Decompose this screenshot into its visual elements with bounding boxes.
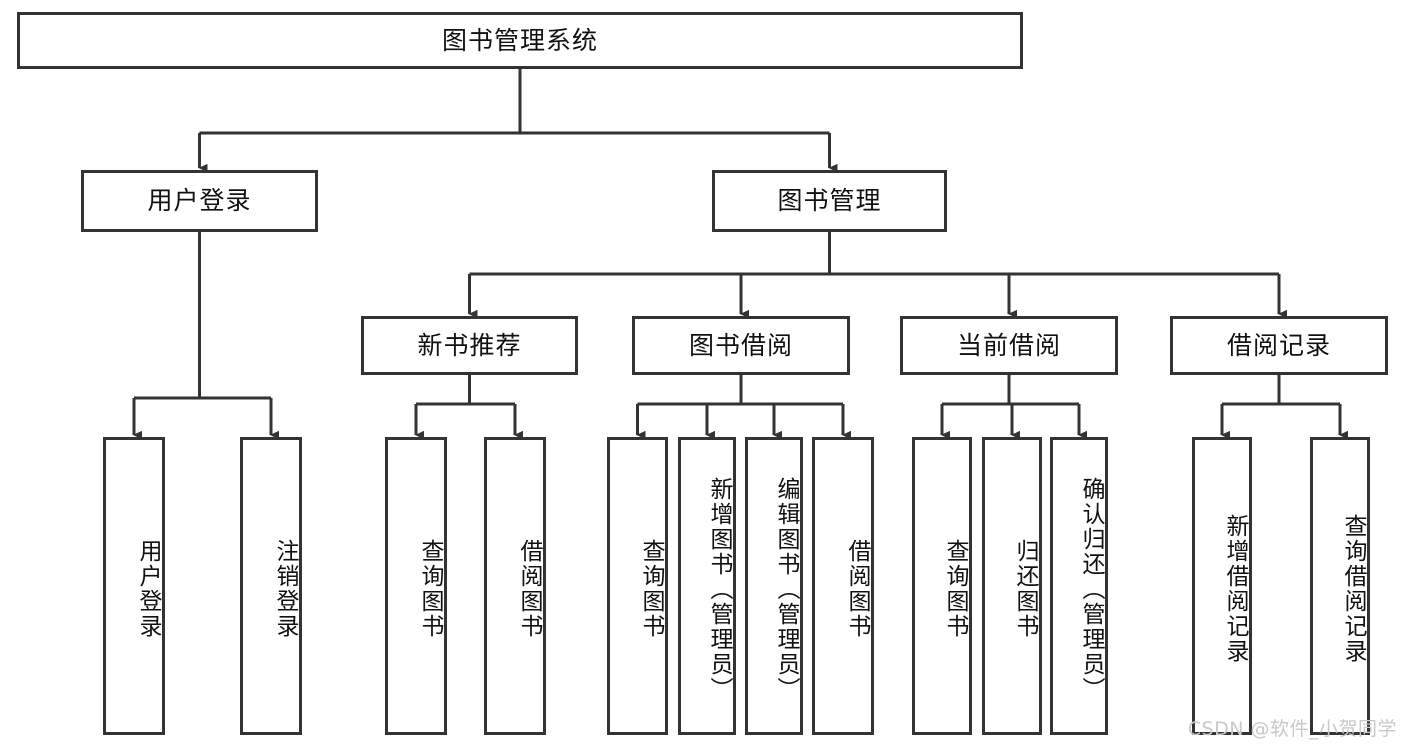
leaf-logout[interactable]: 注销登录 xyxy=(240,437,302,735)
leaf-query-book-borrow[interactable]: 查询图书 xyxy=(607,437,668,735)
node-label: 新书推荐 xyxy=(417,330,522,360)
leaf-edit-book-admin[interactable]: 编辑图书（管理员） xyxy=(745,437,803,735)
leaf-borrow-book[interactable]: 借阅图书 xyxy=(812,437,874,735)
leaf-user-login[interactable]: 用户登录 xyxy=(103,437,165,735)
node-book-management-module[interactable]: 图书管理 xyxy=(712,170,947,232)
node-label: 用户登录 xyxy=(147,186,252,216)
node-borrow-records[interactable]: 借阅记录 xyxy=(1170,316,1388,375)
node-label: 归还图书 xyxy=(1012,539,1038,639)
leaf-query-book-recommendation[interactable]: 查询图书 xyxy=(385,437,447,735)
node-label: 查询图书 xyxy=(417,539,443,639)
node-label: 借阅图书 xyxy=(844,539,870,639)
node-label: 图书管理系统 xyxy=(441,25,598,55)
node-label: 新增借阅记录 xyxy=(1222,514,1248,664)
node-label: 当前借阅 xyxy=(956,330,1061,360)
leaf-query-book-current[interactable]: 查询图书 xyxy=(912,437,972,735)
node-current-borrow[interactable]: 当前借阅 xyxy=(900,316,1118,375)
leaf-return-book[interactable]: 归还图书 xyxy=(982,437,1042,735)
node-book-borrow[interactable]: 图书借阅 xyxy=(632,316,850,375)
node-label: 用户登录 xyxy=(135,539,161,639)
node-root[interactable]: 图书管理系统 xyxy=(17,12,1023,69)
node-user-login-module[interactable]: 用户登录 xyxy=(81,170,318,232)
edge-paths xyxy=(132,69,1348,440)
leaf-confirm-return-admin[interactable]: 确认归还（管理员） xyxy=(1050,437,1108,735)
node-label: 查询借阅记录 xyxy=(1340,514,1366,664)
leaf-add-book-admin[interactable]: 新增图书（管理员） xyxy=(678,437,736,735)
node-label: 编辑图书（管理员） xyxy=(773,476,799,702)
node-label: 查询图书 xyxy=(942,539,968,639)
node-label: 图书借阅 xyxy=(688,330,793,360)
node-label: 查询图书 xyxy=(638,539,664,639)
node-label: 借阅记录 xyxy=(1226,330,1331,360)
leaf-add-borrow-record[interactable]: 新增借阅记录 xyxy=(1192,437,1252,735)
node-label: 注销登录 xyxy=(272,539,298,639)
node-label: 新增图书（管理员） xyxy=(706,476,732,702)
node-label: 图书管理 xyxy=(777,186,882,216)
node-label: 借阅图书 xyxy=(516,539,542,639)
node-new-book-recommendation[interactable]: 新书推荐 xyxy=(361,316,578,375)
leaf-query-borrow-record[interactable]: 查询借阅记录 xyxy=(1310,437,1370,735)
node-label: 确认归还（管理员） xyxy=(1078,476,1104,702)
leaf-borrow-book-recommendation[interactable]: 借阅图书 xyxy=(484,437,546,735)
